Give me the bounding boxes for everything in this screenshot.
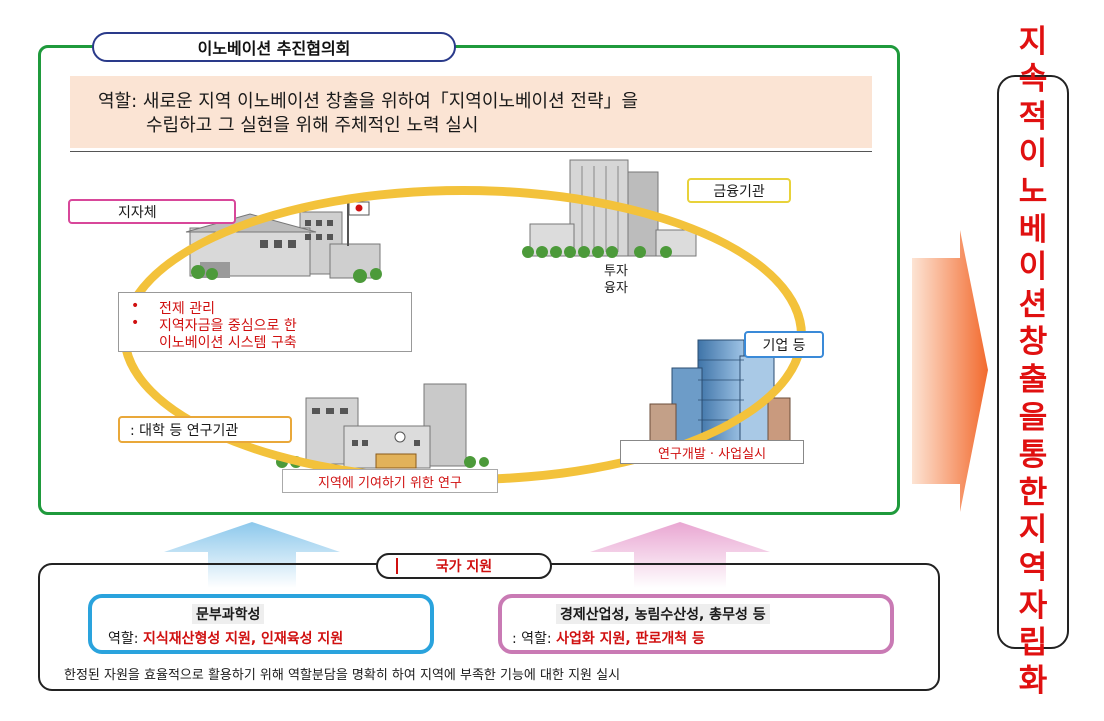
- meti-role: : 역할: 사업화 지원, 판로개척 등: [512, 628, 705, 648]
- national-support-marker: [396, 558, 398, 574]
- local-government-role-box: • 전제 관리 • 지역자금을 중심으로 한 이노베이션 시스템 구축: [118, 292, 412, 352]
- national-support-title: 국가 지원: [376, 553, 552, 579]
- company-role-label: 연구개발 · 사업실시: [620, 440, 804, 464]
- gov-role-bullet3: 이노베이션 시스템 구축: [159, 335, 297, 351]
- council-role-line1: 역할: 새로운 지역 이노베이션 창출을 위하여「지역이노베이션 전략」을: [98, 91, 639, 112]
- mext-role: 역할: 지식재산형성 지원, 인재육성 지원: [108, 628, 343, 648]
- council-role-line2: 수립하고 그 실현을 위해 주체적인 노력 실시: [146, 115, 479, 136]
- meti-box: 경제산업성, 농림수산성, 총무성 등 : 역할: 사업화 지원, 판로개척 등: [498, 594, 894, 654]
- finance-role: 투자 융자: [596, 263, 636, 297]
- mext-role-text: 지식재산형성 지원, 인재육성 지원: [142, 631, 344, 647]
- council-role-box: 역할: 새로운 지역 이노베이션 창출을 위하여「지역이노베이션 전략」을 수립…: [70, 76, 872, 148]
- council-frame: [38, 45, 900, 515]
- council-title: 이노베이션 추진협의회: [92, 32, 456, 62]
- bullet-icon: •: [131, 315, 140, 331]
- mext-support-arrow: [164, 522, 340, 588]
- finance-label: 금융기관: [687, 178, 791, 203]
- mext-name: 문부과학성: [192, 604, 265, 624]
- finance-role-loan: 융자: [604, 281, 628, 296]
- outcome-arrow: [912, 230, 988, 512]
- meti-support-arrow: [590, 522, 770, 588]
- mext-role-prefix: 역할:: [108, 631, 143, 647]
- company-label: 기업 등: [744, 331, 824, 358]
- outcome-box: 지속적이노베이션창출을통한지역자립화: [997, 24, 1069, 699]
- meti-role-text: 사업화 지원, 판로개척 등: [556, 631, 705, 647]
- university-role-label: 지역에 기여하기 위한 연구: [282, 469, 498, 493]
- finance-role-invest: 투자: [604, 264, 628, 279]
- gov-role-bullet1: 전제 관리: [159, 301, 215, 317]
- local-government-label: 지자체: [68, 199, 236, 224]
- outcome-text: 지속적이노베이션창출을통한지역자립화: [1018, 23, 1048, 699]
- mext-box: 문부과학성 역할: 지식재산형성 지원, 인재육성 지원: [88, 594, 434, 654]
- bullet-icon: •: [131, 298, 140, 314]
- gov-role-bullet2: 지역자금을 중심으로 한: [159, 318, 297, 334]
- role-divider: [70, 151, 872, 152]
- meti-name: 경제산업성, 농림수산성, 총무성 등: [556, 604, 770, 624]
- meti-role-prefix: : 역할:: [512, 631, 557, 647]
- national-support-note: 한정된 자원을 효율적으로 활용하기 위해 역할분담을 명확히 하여 지역에 부…: [64, 668, 621, 683]
- university-label: : 대학 등 연구기관: [118, 416, 292, 443]
